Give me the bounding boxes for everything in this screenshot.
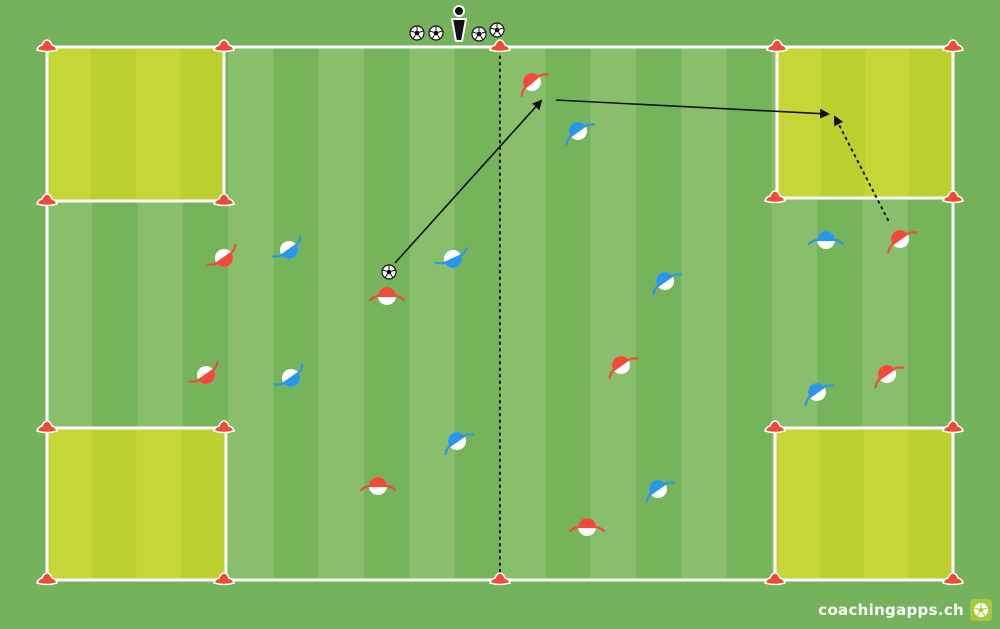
stripe	[364, 47, 410, 580]
blue-player-icon	[652, 272, 683, 296]
stripe	[590, 47, 637, 580]
blue-player-icon	[807, 231, 845, 249]
cone-icon	[36, 193, 58, 207]
stripe	[409, 47, 456, 580]
cone-icon	[942, 572, 964, 586]
cone-icon	[766, 39, 788, 53]
cone-icon	[213, 572, 235, 586]
blue-player-icon	[271, 235, 302, 259]
stripe	[228, 47, 274, 580]
red-player-icon	[874, 365, 905, 389]
blue-player-icon	[804, 383, 835, 407]
stripe	[500, 47, 546, 580]
soccer-ball-icon	[381, 264, 397, 280]
red-player-icon	[188, 360, 219, 384]
stripe	[318, 47, 365, 580]
blue-player-icon	[273, 363, 304, 387]
zone-bottom-left	[47, 428, 227, 580]
blue-player-icon	[565, 122, 596, 146]
soccer-ball-icon	[471, 26, 487, 42]
soccer-ball-icon	[970, 599, 992, 621]
cone-icon	[764, 190, 786, 204]
cone-icon	[942, 39, 964, 53]
coach-icon	[451, 5, 467, 42]
pass-2-arrow	[555, 99, 830, 119]
players	[188, 73, 918, 536]
cone-icon	[489, 572, 511, 586]
run-1-arrow	[834, 115, 889, 221]
target-zones	[47, 47, 954, 580]
soccer-ball-icon	[428, 25, 444, 41]
blue-player-icon	[434, 247, 468, 268]
cone-icon	[36, 572, 58, 586]
stripe	[681, 47, 727, 580]
watermark-text: coachingapps.ch	[818, 601, 964, 619]
cone-icon	[764, 420, 786, 434]
cone-icon	[942, 420, 964, 434]
zone-bottom-left-boundary	[45, 426, 228, 582]
cone-icon	[36, 39, 58, 53]
stripe	[726, 47, 773, 580]
movement-arrows	[394, 99, 889, 264]
red-player-icon	[608, 356, 639, 380]
zone-bottom-right	[775, 428, 954, 580]
soccer-ball-icon	[489, 22, 505, 38]
soccer-ball-icon	[409, 25, 425, 41]
red-player-icon	[568, 518, 606, 536]
zone-bottom-right-boundary	[773, 426, 955, 582]
watermark: coachingapps.ch	[818, 599, 992, 621]
blue-player-icon	[645, 480, 676, 504]
cone-icon	[213, 39, 235, 53]
cone-icon	[942, 190, 964, 204]
red-player-icon	[887, 230, 918, 254]
cone-icon	[489, 39, 511, 53]
zone-top-left	[47, 47, 225, 201]
zone-top-right	[777, 47, 954, 198]
blue-player-icon	[444, 432, 475, 456]
stripe	[635, 47, 682, 580]
cone-icon	[213, 193, 235, 207]
red-player-icon	[206, 243, 237, 267]
cone-icon	[213, 420, 235, 434]
cones	[36, 39, 964, 586]
zone-top-right-boundary	[775, 45, 955, 200]
zone-top-left-boundary	[45, 45, 226, 203]
stripe	[273, 47, 320, 580]
cone-icon	[764, 572, 786, 586]
red-player-icon	[359, 477, 397, 495]
red-player-icon	[520, 73, 549, 98]
zone-boundaries	[45, 45, 955, 582]
pass-1-arrow	[394, 99, 543, 264]
red-player-icon	[368, 287, 406, 305]
cone-icon	[36, 420, 58, 434]
stripe	[454, 47, 501, 580]
